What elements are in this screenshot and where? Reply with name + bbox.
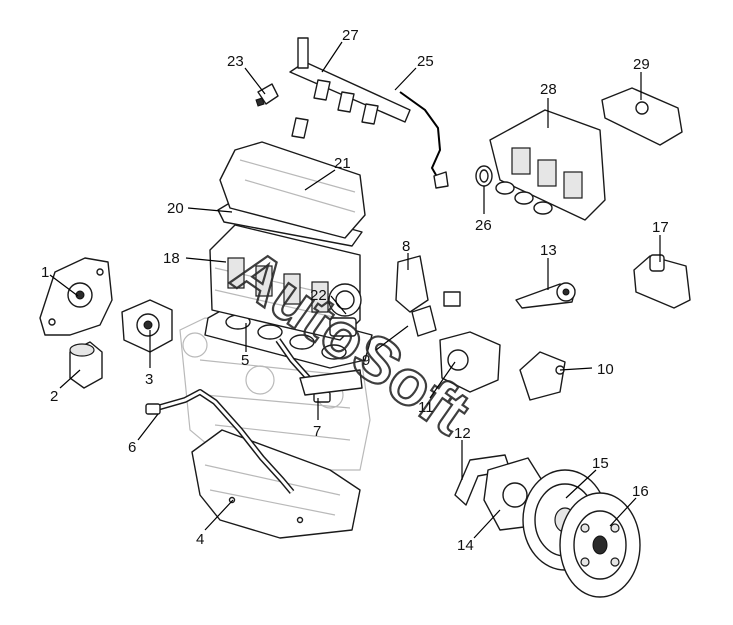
part-6-dipstick-tube [145,389,295,494]
part-21-rocker-cover [219,141,366,239]
callout-10: 10 [597,361,614,378]
part-18-cylinder-head [209,224,361,341]
part-23-sensor [255,83,279,107]
callout-27: 27 [342,27,359,44]
part-3-water-pump [121,299,173,353]
callout-18: 18 [163,250,180,267]
part-17-starter-motor [633,254,691,309]
callout-2: 2 [50,388,58,405]
callout-7: 7 [313,423,321,440]
callout-22: 22 [310,287,327,304]
part-2-thermostat-housing [69,341,103,389]
part-13-lever-arm [515,282,576,309]
callout-16: 16 [632,483,649,500]
callout-15: 15 [592,455,609,472]
callout-20: 20 [167,200,184,217]
callout-25: 25 [417,53,434,70]
callout-13: 13 [540,242,557,259]
callout-1: 1 [41,264,49,281]
leader-lines [49,41,661,539]
part-11-housing [439,331,501,393]
callout-6: 6 [128,439,136,456]
part-28-intake-manifold [489,109,606,221]
callout-12: 12 [454,425,471,442]
callout-26: 26 [475,217,492,234]
callout-labels: 1 2 3 4 5 6 7 8 9 10 11 12 13 14 15 16 1… [41,27,669,554]
callout-14: 14 [457,537,474,554]
part-29-bracket [601,87,683,146]
part-4-oil-pan [191,429,361,539]
callout-9: 9 [362,352,370,369]
part-7-pipe-assembly [275,338,363,403]
part-1-timing-cover [39,257,113,336]
part-10-mount-bracket [519,351,566,401]
part-26-o-ring [475,165,493,187]
part-27-fuel-rail [289,37,411,139]
callout-4: 4 [196,531,204,548]
callout-28: 28 [540,81,557,98]
callout-23: 23 [227,53,244,70]
callout-17: 17 [652,219,669,236]
callout-8: 8 [402,238,410,255]
callout-5: 5 [241,352,249,369]
part-16-clutch-disc [559,492,641,598]
callout-11: 11 [418,399,434,416]
part-8-bracket [395,255,461,313]
part-22-throttle-body [328,283,362,337]
callout-29: 29 [633,56,650,73]
part-9-component [411,305,437,337]
callout-21: 21 [334,155,351,172]
part-25-hose [399,91,449,189]
callout-3: 3 [145,371,153,388]
